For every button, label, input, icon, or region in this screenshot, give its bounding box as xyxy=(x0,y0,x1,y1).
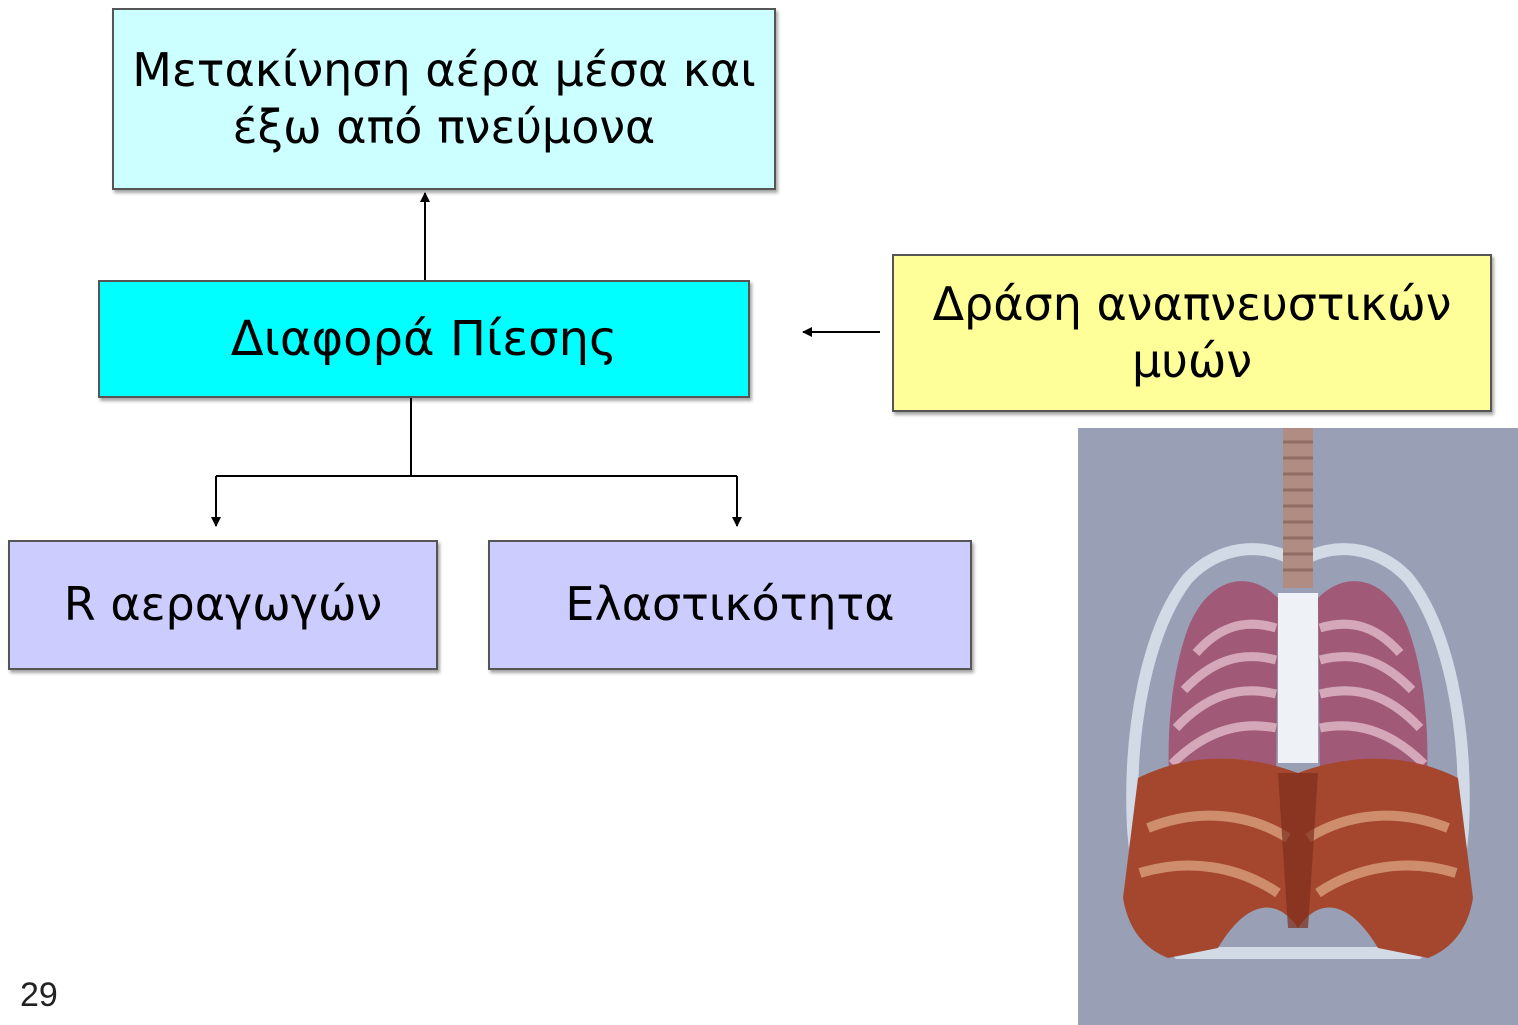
airway-resistance-box: R αεραγωγών xyxy=(8,540,438,670)
respiratory-muscles-line2: μυών xyxy=(1131,334,1253,388)
pressure-difference-box: Διαφορά Πίεσης xyxy=(98,280,750,398)
respiratory-muscles-line1: Δράση αναπνευστικών xyxy=(932,276,1452,331)
pressure-difference-label: Διαφορά Πίεσης xyxy=(230,311,618,367)
elasticity-box: Ελαστικότητα xyxy=(488,540,972,670)
movement-of-air-box: Μετακίνηση αέρα μέσα και έξω από πνεύμον… xyxy=(112,8,776,190)
movement-of-air-line2: έξω από πνεύμονα xyxy=(232,100,656,154)
airway-resistance-label: R αεραγωγών xyxy=(63,577,383,632)
slide-number: 29 xyxy=(20,976,58,1014)
movement-of-air-line1: Μετακίνηση αέρα μέσα και xyxy=(132,42,756,97)
elasticity-label: Ελαστικότητα xyxy=(565,577,895,632)
lungs-ribcage-diaphragm-icon xyxy=(1078,428,1518,1025)
respiratory-muscles-box: Δράση αναπνευστικών μυών xyxy=(892,254,1492,412)
